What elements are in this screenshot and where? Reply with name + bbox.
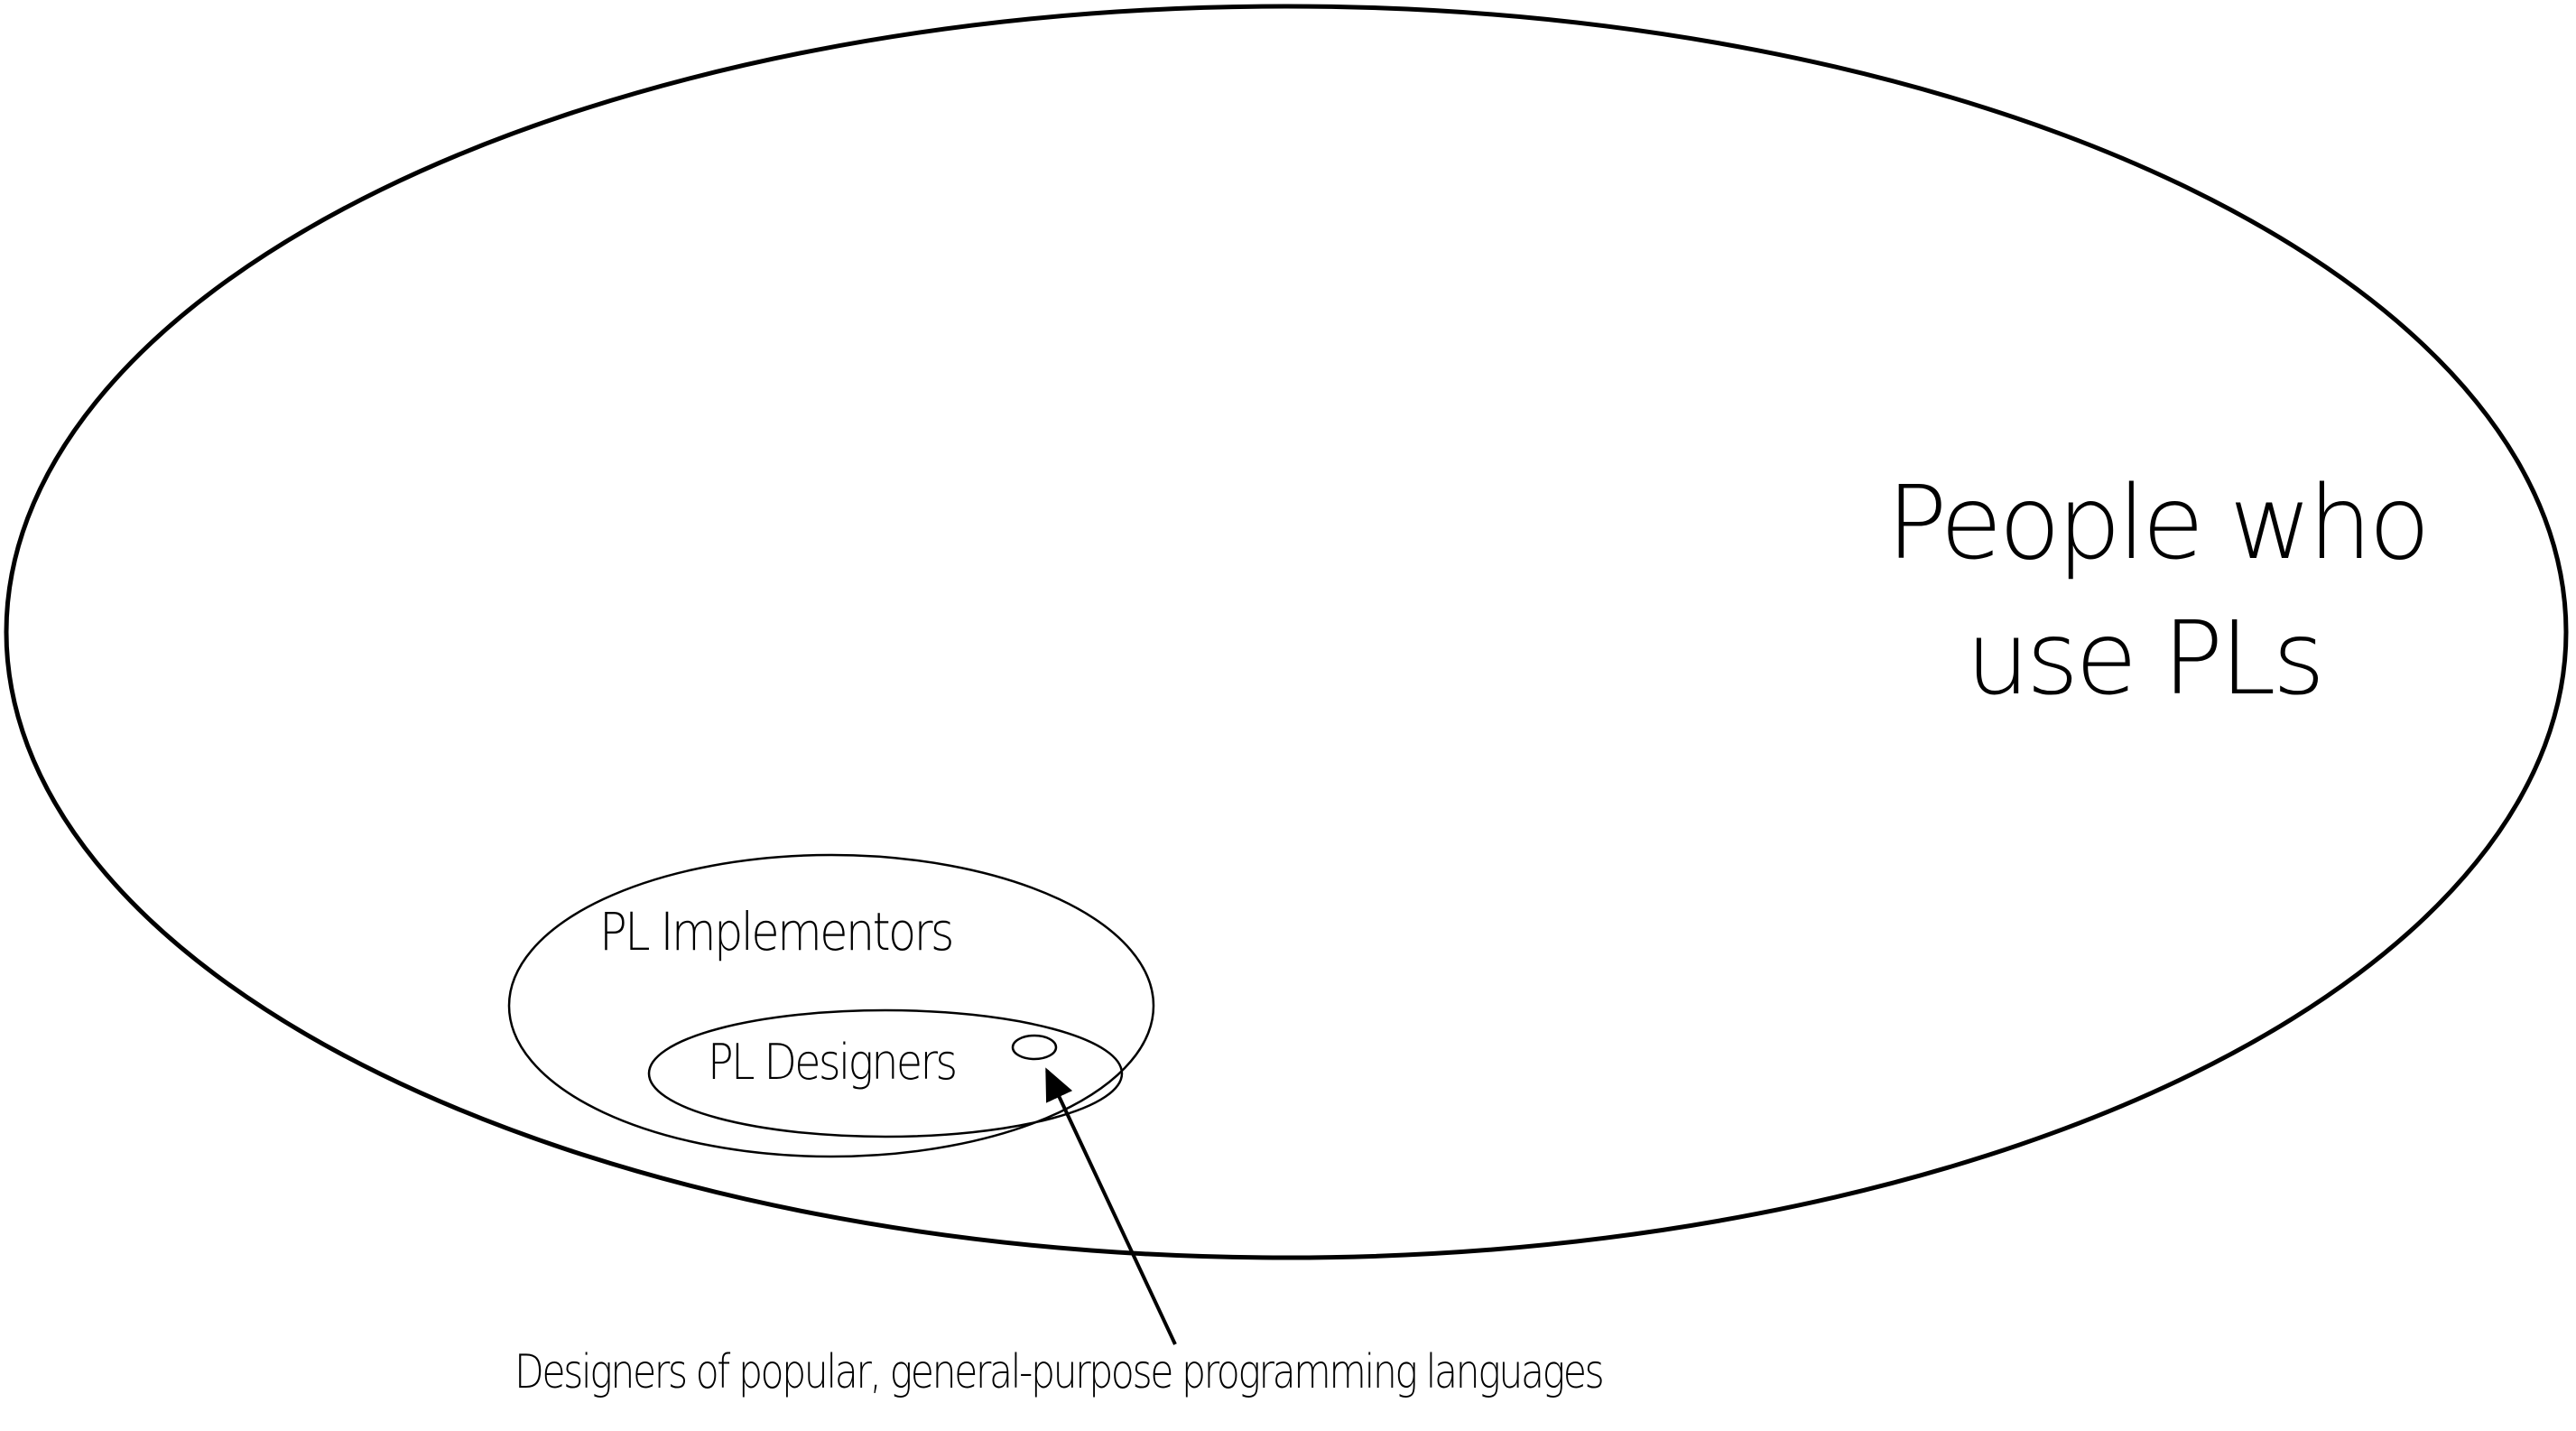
- pl-designers-set: [647, 1008, 1124, 1138]
- pl-designers-label: PL Designers: [708, 1034, 958, 1091]
- people-who-use-pls-set: [4, 4, 2569, 1260]
- popular-designers-set: [1011, 1034, 1058, 1061]
- callout-arrow: [1045, 1067, 1177, 1345]
- pl-implementors-set: [507, 853, 1155, 1158]
- people-who-use-pls-line2: use PLs: [1965, 600, 2325, 718]
- people-who-use-pls-label: People who use PLs: [1886, 456, 2431, 727]
- people-who-use-pls-line1: People who: [1886, 465, 2431, 582]
- pl-implementors-label: PL Implementors: [599, 901, 955, 962]
- callout-caption: Designers of popular, general-purpose pr…: [514, 1345, 1605, 1399]
